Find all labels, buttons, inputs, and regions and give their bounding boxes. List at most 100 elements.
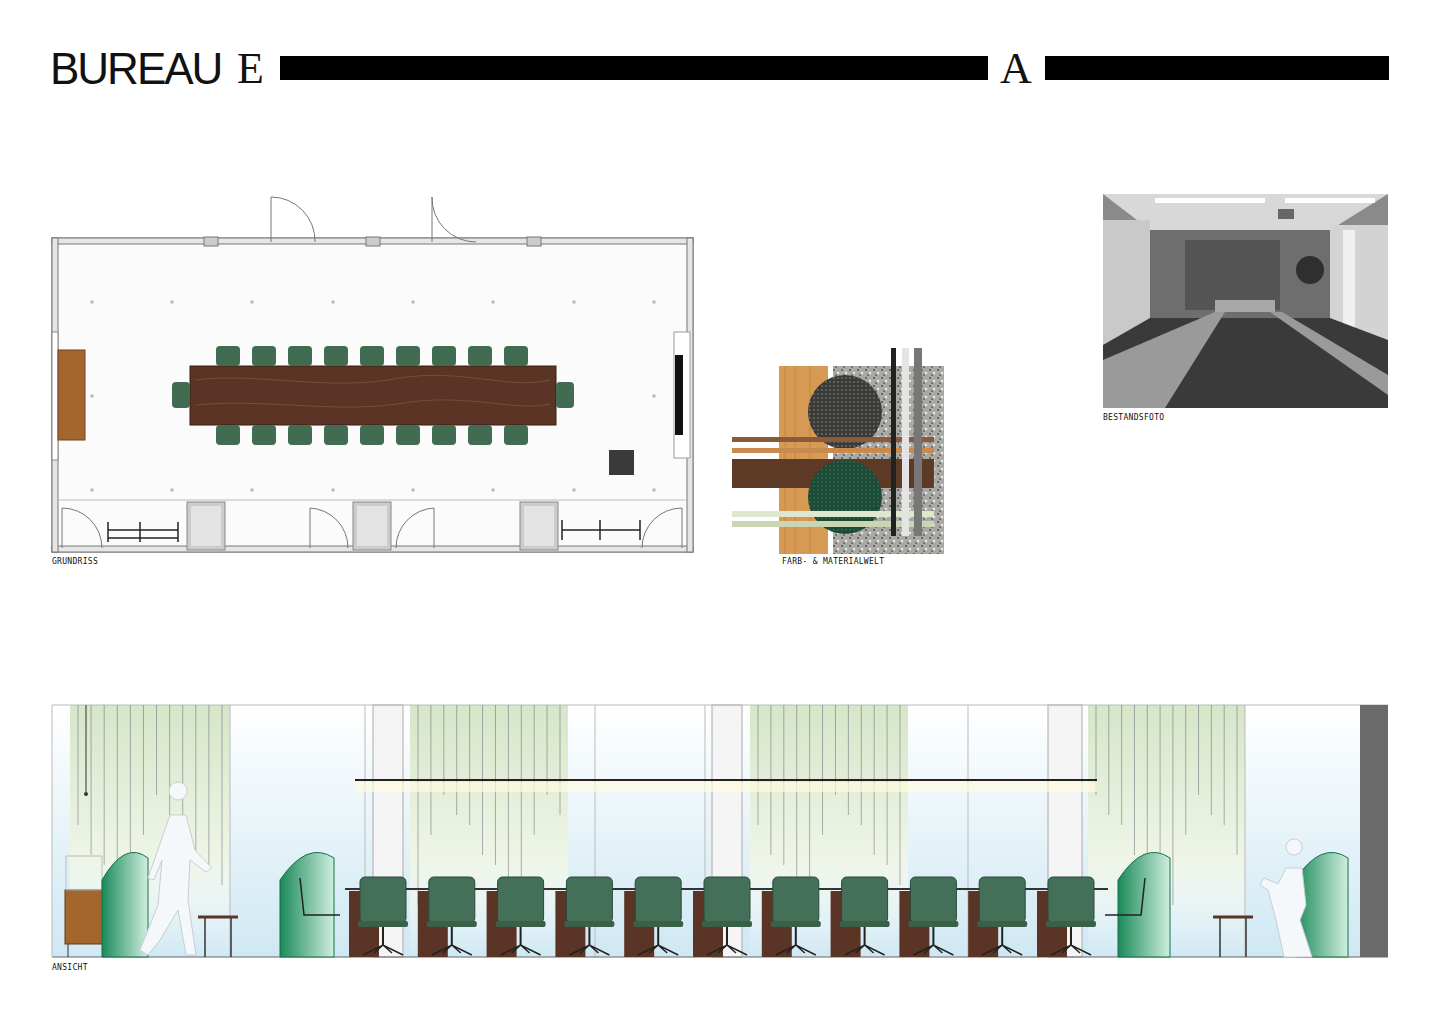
chair-stem (726, 927, 728, 945)
chair-base (501, 945, 541, 955)
plan-chair (396, 346, 420, 366)
curtain-line (1237, 705, 1238, 855)
chair-base (982, 945, 1022, 955)
chair-back (498, 877, 544, 923)
curtain-line (1147, 705, 1148, 865)
chair-stem (382, 927, 384, 945)
curtain-line (547, 705, 548, 795)
curtain-line (822, 705, 823, 835)
ceiling-dot (331, 300, 335, 304)
chair-seat (702, 921, 752, 927)
chair-back (773, 877, 819, 923)
header-letter: E (237, 47, 264, 91)
curtain-line (900, 705, 901, 885)
chair-stem (864, 927, 866, 945)
curtain-line (182, 705, 183, 825)
curtain-line (117, 705, 118, 885)
chair-base (913, 945, 953, 955)
curtain-line (208, 705, 209, 865)
chair-back (360, 877, 406, 923)
chair-back (910, 877, 956, 923)
curtain-line (521, 705, 522, 905)
chair-seat (840, 921, 890, 927)
curtain-line (195, 705, 196, 855)
curtain-line (1211, 705, 1212, 815)
chair-back (704, 877, 750, 923)
chair-seat (427, 921, 477, 927)
plan-chair (172, 382, 190, 408)
plan-chair (216, 346, 240, 366)
curtain-line (1172, 705, 1173, 905)
ceiling-dot (411, 300, 415, 304)
chair-stem (520, 927, 522, 945)
curtain-line (469, 705, 470, 825)
chair-back (979, 877, 1025, 923)
curtain-line (1096, 705, 1097, 795)
drawing-caption: ANSICHT (52, 963, 88, 972)
curtain-line (534, 705, 535, 835)
curtain-line (848, 705, 849, 815)
plan-chair (396, 425, 420, 445)
chair-seat (358, 921, 408, 927)
curtain-line (1224, 705, 1225, 825)
curtain-line (143, 705, 144, 835)
ceiling-dot (90, 488, 94, 492)
chair-base (1051, 945, 1091, 955)
ceiling-dot (170, 300, 174, 304)
ceiling-dot (652, 300, 656, 304)
ceiling-dot (652, 394, 656, 398)
ceiling-dot (491, 488, 495, 492)
lounge-pod (102, 852, 148, 957)
chair-frame (300, 878, 340, 915)
curtain-line (861, 705, 862, 825)
board-title: BUREAU (50, 47, 221, 91)
plan-chair (324, 425, 348, 445)
plan-chair (432, 346, 456, 366)
curtain-line (430, 705, 431, 835)
curtain-line (1134, 705, 1135, 855)
chair-stem (657, 927, 659, 945)
curtain-line (91, 705, 92, 855)
chair-stem (932, 927, 934, 945)
curtain-line (560, 705, 561, 815)
chair-frame (1105, 878, 1145, 915)
curtain-line (1198, 705, 1199, 795)
curtain-line (1121, 705, 1122, 825)
ceiling-dot (331, 488, 335, 492)
drawing-caption: GRUNDRISS (52, 557, 98, 566)
chair-back (566, 877, 612, 923)
chair-base (432, 945, 472, 955)
curtain-line (508, 705, 509, 885)
plan-chair (468, 346, 492, 366)
chair-seat (633, 921, 683, 927)
plan-chair (360, 425, 384, 445)
curtain-line (222, 705, 223, 885)
plan-chair (504, 425, 528, 445)
chair-stem (451, 927, 453, 945)
chair-seat (908, 921, 958, 927)
chair-back (635, 877, 681, 923)
chair-stem (1070, 927, 1072, 945)
lounge-pod (280, 852, 334, 957)
chair-base (776, 945, 816, 955)
chair-seat (771, 921, 821, 927)
curtain-line (456, 705, 457, 815)
curtain-line (169, 705, 170, 815)
plan-chair (252, 425, 276, 445)
curtain-line (443, 705, 444, 795)
chair-stem (588, 927, 590, 945)
curtain-line (796, 705, 797, 885)
chair-stem (795, 927, 797, 945)
chair-base (363, 945, 403, 955)
curtain-line (835, 705, 836, 795)
chair-back (429, 877, 475, 923)
drawing-caption: FARB- & MATERIALWELT (782, 557, 884, 566)
ceiling-dot (411, 488, 415, 492)
plan-chair (252, 346, 276, 366)
chair-stem (1001, 927, 1003, 945)
chair-back (842, 877, 888, 923)
curtain-line (809, 705, 810, 905)
ceiling-dot (90, 300, 94, 304)
plan-chair (324, 346, 348, 366)
plan-chair (504, 346, 528, 366)
